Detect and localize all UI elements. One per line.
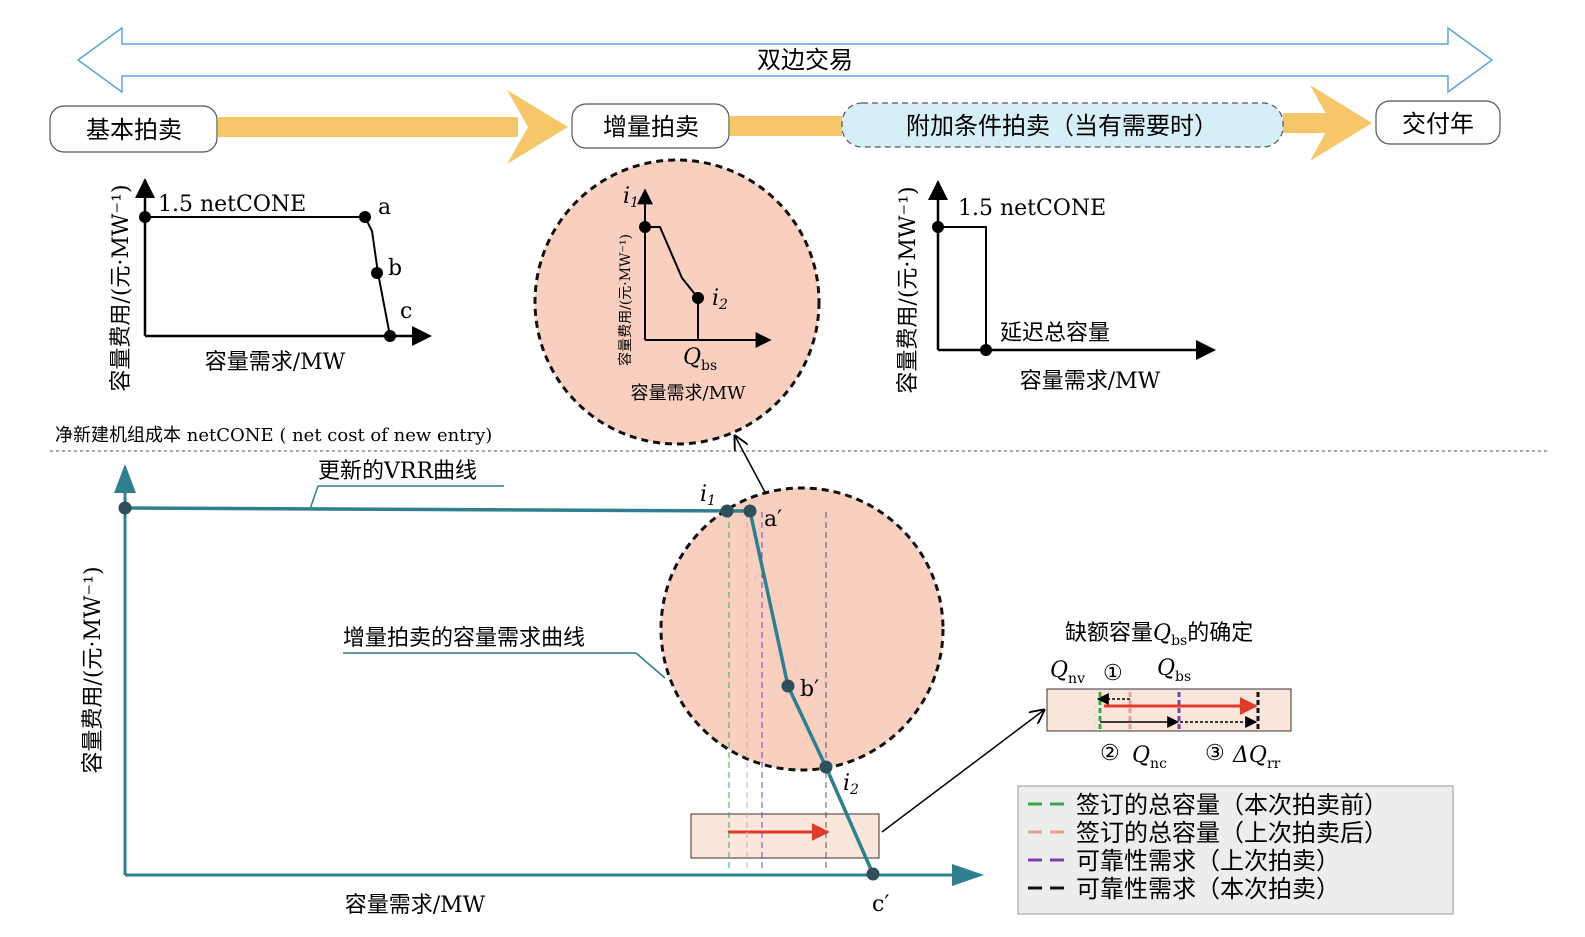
main-label-c: c′: [872, 892, 889, 917]
mid-xlabel: 容量需求/MW: [631, 383, 746, 404]
svg-text:Qnc: Qnc: [1132, 743, 1167, 772]
legend-box: [1017, 785, 1454, 915]
mid-ylabel: 容量费用/(元·MW⁻¹): [617, 234, 634, 366]
svg-text:i1: i1: [623, 184, 639, 211]
svg-text:Qbs: Qbs: [1157, 656, 1191, 685]
right-delay-label: 延迟总容量: [1000, 321, 1110, 346]
right-point-top: [932, 221, 944, 233]
svg-text:ΔQrr: ΔQrr: [1232, 743, 1281, 772]
mid-q-sub: bs: [701, 358, 717, 374]
qnv-sub: nv: [1068, 671, 1085, 687]
shortfall-title-suffix: 的确定: [1187, 621, 1253, 646]
mid-i2-sub: 2: [718, 297, 728, 313]
left-label-c: c: [400, 299, 412, 324]
incremental-zoom-circle: i1 i2 Qbs 容量需求/MW 容量费用/(元·MW⁻¹): [533, 158, 821, 446]
mid-i1-base: i: [623, 184, 630, 209]
stage-base-auction: 基本拍卖: [49, 105, 218, 153]
main-ylabel: 容量费用/(元·MW⁻¹): [81, 566, 106, 773]
circle-1: ①: [1103, 661, 1123, 686]
orange-arrow-3: [1283, 85, 1372, 161]
netcone-footnote: 净新建机组成本 netCONE ( net cost of new entry): [55, 425, 492, 446]
main-i1-sub: 1: [707, 493, 716, 509]
main-xlabel: 容量需求/MW: [345, 893, 486, 918]
main-i2-base: i: [843, 771, 850, 796]
svg-text:Qnv: Qnv: [1050, 658, 1085, 687]
qbs-sub: bs: [1175, 669, 1191, 685]
main-i1-base: i: [700, 482, 707, 507]
zoom-connector-arrow: [735, 436, 767, 495]
left-point-c: [384, 330, 396, 342]
orange-arrow-2: [730, 116, 842, 136]
legend-label-pink: 签订的总容量（上次拍卖后）: [1076, 819, 1388, 847]
mid-point-i2: [692, 292, 704, 304]
mid-i2-base: i: [712, 286, 719, 311]
bilateral-trading-arrow: 双边交易: [76, 26, 1494, 94]
stage-incremental-auction: 增量拍卖: [571, 103, 730, 149]
left-point-start: [139, 211, 151, 223]
shortfall-detail: 缺额容量Qbs的确定 Qnv ① Qbs ② Qnc ③ ΔQrr: [1046, 621, 1292, 772]
incremental-curve-label: 增量拍卖的容量需求曲线: [343, 626, 585, 651]
right-price-label: 1.5 netCONE: [958, 196, 1106, 221]
circle-2: ②: [1100, 741, 1120, 766]
vrr-point-i2: [819, 760, 833, 774]
right-xlabel: 容量需求/MW: [1020, 369, 1161, 394]
stage-conditional-auction: 附加条件拍卖（当有需要时）: [841, 102, 1284, 148]
left-xlabel: 容量需求/MW: [205, 350, 346, 375]
vrr-point-a: [743, 504, 757, 518]
left-price-label: 1.5 netCONE: [158, 192, 306, 217]
shortfall-title-prefix: 缺额容量: [1065, 621, 1153, 646]
main-zoom-circle: [659, 486, 945, 772]
stage-delivery-label: 交付年: [1402, 111, 1474, 138]
right-point-bottom: [980, 344, 992, 356]
mid-point-i1: [639, 221, 651, 233]
dq-base: ΔQ: [1232, 743, 1267, 768]
stage-incremental-label: 增量拍卖: [603, 114, 699, 141]
bilateral-label: 双边交易: [757, 47, 853, 74]
stage-conditional-label: 附加条件拍卖（当有需要时）: [906, 113, 1218, 140]
left-ylabel: 容量费用/(元·MW⁻¹): [109, 184, 134, 391]
svg-text:Qbs: Qbs: [683, 345, 717, 374]
shortfall-title-q: Q: [1153, 621, 1171, 646]
main-label-a: a′: [764, 507, 782, 532]
vrr-point-c: [866, 867, 880, 881]
qbs-base: Q: [1157, 656, 1175, 681]
right-ylabel: 容量费用/(元·MW⁻¹): [896, 186, 921, 393]
vrr-point-start: [118, 501, 132, 515]
qnc-sub: nc: [1150, 756, 1167, 772]
left-point-b: [371, 267, 383, 279]
vrr-curve-label: 更新的VRR曲线: [318, 459, 477, 484]
svg-text:i1: i1: [700, 482, 716, 509]
left-label-a: a: [378, 195, 391, 220]
qnv-base: Q: [1050, 658, 1068, 683]
shortfall-connector-arrow: [881, 710, 1044, 833]
shortfall-box: [1046, 688, 1292, 732]
mid-q-base: Q: [683, 345, 701, 370]
left-point-a: [359, 211, 371, 223]
stage-delivery-year: 交付年: [1375, 100, 1501, 145]
vrr-point-b: [781, 679, 795, 693]
shortfall-title-sub: bs: [1171, 633, 1187, 649]
main-label-b: b′: [800, 677, 819, 702]
svg-text:i2: i2: [843, 771, 859, 798]
main-vrr-chart: i1 a′ b′ i2 c′ 更新的VRR曲线 增量拍卖的容量需求曲线 容量需求…: [81, 459, 984, 918]
mid-i1-sub: 1: [630, 195, 639, 211]
dq-sub: rr: [1267, 756, 1281, 772]
stage-base-label: 基本拍卖: [86, 117, 182, 144]
svg-text:i2: i2: [712, 286, 728, 313]
circle-3: ③: [1205, 741, 1225, 766]
legend-label-black: 可靠性需求（本次拍卖）: [1076, 875, 1340, 903]
legend-label-purple: 可靠性需求（上次拍卖）: [1076, 847, 1340, 875]
orange-arrow-1: [218, 90, 568, 164]
main-shortfall-box: [690, 813, 880, 859]
right-demand-chart: 1.5 netCONE 延迟总容量 容量需求/MW 容量费用/(元·MW⁻¹): [896, 180, 1216, 394]
legend-label-green: 签订的总容量（本次拍卖前）: [1076, 791, 1388, 819]
vrr-point-i1: [720, 504, 734, 518]
svg-text:缺额容量Qbs的确定: 缺额容量Qbs的确定: [1065, 621, 1253, 649]
qnc-base: Q: [1132, 743, 1150, 768]
legend: 签订的总容量（本次拍卖前）签订的总容量（上次拍卖后）可靠性需求（上次拍卖）可靠性…: [1017, 785, 1454, 915]
main-i2-sub: 2: [849, 782, 859, 798]
left-demand-chart: 1.5 netCONE a b c 容量需求/MW 容量费用/(元·MW⁻¹): [109, 178, 432, 392]
left-label-b: b: [388, 256, 402, 281]
